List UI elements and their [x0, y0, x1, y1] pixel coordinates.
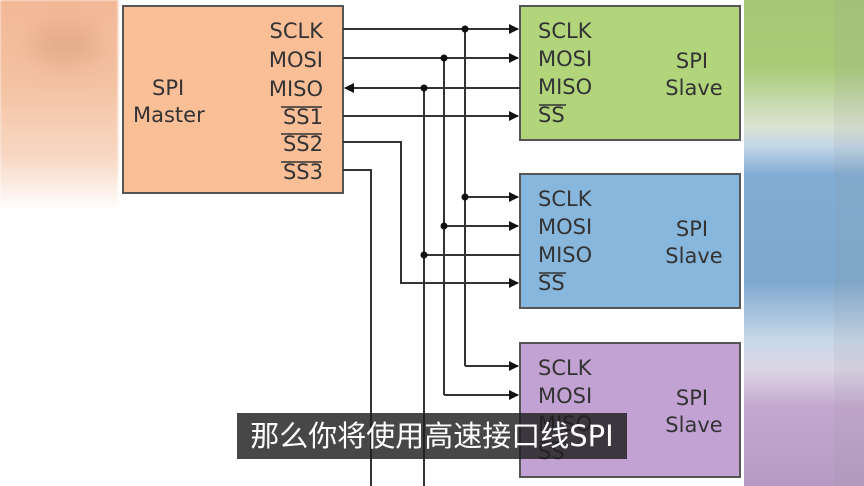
backdrop-edge	[834, 0, 864, 486]
slave-2-pin-sclk: SCLK	[538, 187, 593, 211]
backdrop-blob	[30, 25, 100, 65]
slave-1-pin-ss: SS	[538, 103, 565, 127]
slave-1-pin-sclk: SCLK	[538, 19, 593, 43]
blurred-right-backdrop	[744, 0, 864, 486]
slave-3-title-line2: Slave	[665, 413, 722, 437]
subtitle-caption: 那么你将使用高速接口线SPI	[237, 413, 627, 459]
wire-ss2	[343, 141, 519, 288]
slave-3-pin-sclk: SCLK	[538, 356, 593, 380]
junction-dot	[420, 84, 428, 92]
slave-3-title-line1: SPI	[676, 386, 708, 410]
master-pin-ss3: SS3	[283, 160, 323, 184]
junction-dot	[420, 251, 428, 259]
slave-2-title-line2: Slave	[665, 244, 722, 268]
slave-2-title-line1: SPI	[676, 217, 708, 241]
master-pin-mosi: MOSI	[269, 48, 323, 72]
slave-1-pin-mosi: MOSI	[538, 47, 592, 71]
slave-2-pin-ss: SS	[538, 271, 565, 295]
junction-dot	[461, 193, 469, 201]
slave-1-title-line1: SPI	[676, 49, 708, 73]
slave-3-pin-mosi: MOSI	[538, 384, 592, 408]
junction-dot	[440, 54, 448, 62]
junction-dot	[440, 222, 448, 230]
slave-1-pin-miso: MISO	[538, 75, 592, 99]
junction-dot	[461, 25, 469, 33]
slave-2-pin-mosi: MOSI	[538, 215, 592, 239]
slave-2-pin-miso: MISO	[538, 243, 592, 267]
master-pin-ss1: SS1	[283, 105, 323, 129]
wire-ss3	[343, 169, 372, 486]
master-title-line2: Master	[133, 103, 205, 127]
master-pin-sclk: SCLK	[270, 19, 325, 43]
slave-box-1	[519, 5, 741, 141]
slave-1-title-line2: Slave	[665, 76, 722, 100]
master-title-line1: SPI	[152, 76, 184, 100]
master-pin-ss2: SS2	[283, 132, 323, 156]
master-pin-miso: MISO	[269, 77, 323, 101]
blurred-left-backdrop	[0, 0, 118, 210]
slave-box-2	[519, 173, 741, 309]
